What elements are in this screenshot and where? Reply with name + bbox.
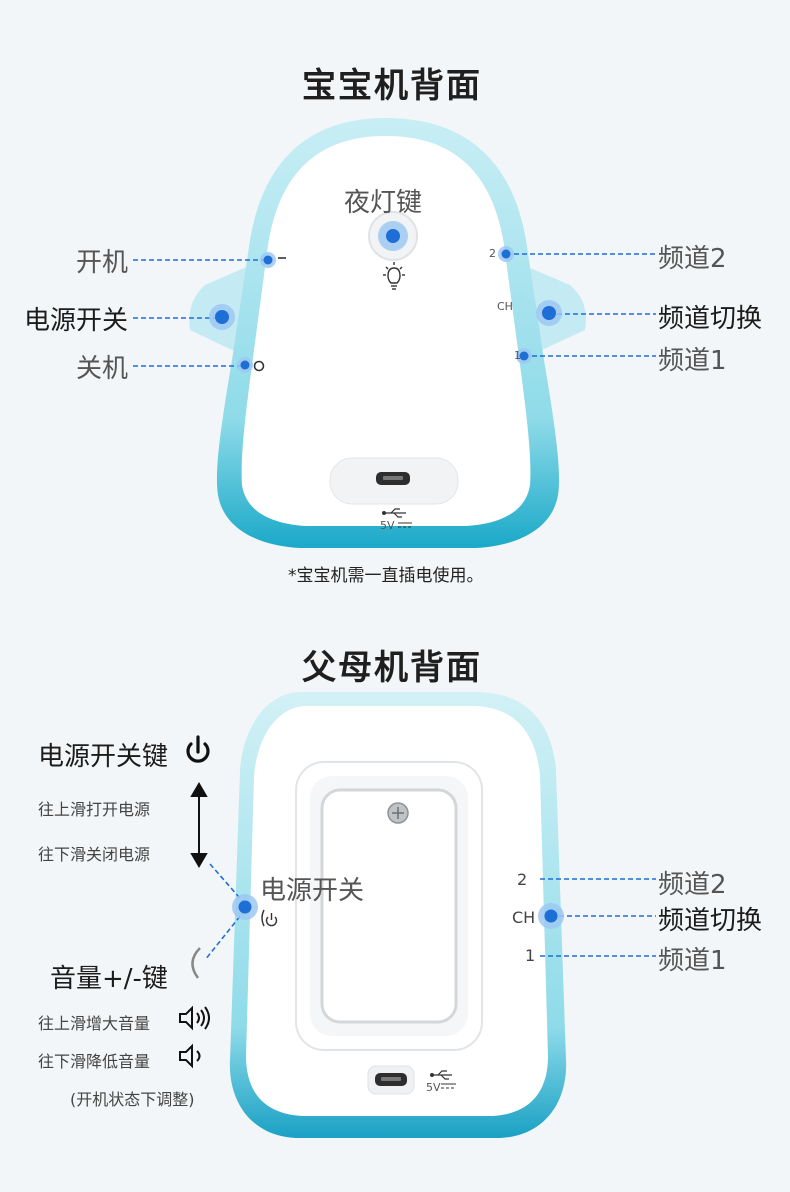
power-on-adjust-note: (开机状态下调整) xyxy=(70,1090,195,1109)
parent-channel-2-label: 频道2 xyxy=(658,870,727,900)
volume-up-icon xyxy=(179,1005,210,1031)
power-key-label: 电源开关键 xyxy=(38,742,169,772)
slide-up-volume-up-label: 往上滑增大音量 xyxy=(38,1014,151,1033)
parent-channel-1-label: 频道1 xyxy=(658,946,727,976)
usb-icon xyxy=(382,508,406,518)
small-power-icon xyxy=(261,909,278,927)
baby-unit-note: *宝宝机需一直插电使用。 xyxy=(288,566,484,586)
volume-key-label: 音量+/-键 xyxy=(50,964,168,994)
parent-ch-mark: CH xyxy=(512,908,536,927)
slide-down-power-off-label: 往下滑关闭电源 xyxy=(38,845,151,864)
volume-down-icon xyxy=(179,1043,201,1069)
baby-callout-dots xyxy=(209,221,562,373)
parent-mark-2: 2 xyxy=(517,870,528,889)
parent-channel-switch-label: 频道切换 xyxy=(658,906,763,936)
baby-channel-2-label: 频道2 xyxy=(658,244,727,274)
slide-down-volume-down-label: 往下滑降低音量 xyxy=(38,1052,151,1071)
baby-unit-title: 宝宝机背面 xyxy=(302,66,482,106)
power-off-label: 关机 xyxy=(76,354,129,384)
parent-voltage-label: 5V xyxy=(426,1081,441,1094)
usb-icon-parent xyxy=(430,1070,452,1080)
baby-channel-1-label: 频道1 xyxy=(658,346,727,376)
volume-wheel-icon xyxy=(191,947,201,979)
baby-unit-body xyxy=(189,118,586,548)
baby-mark-2: 2 xyxy=(489,247,496,260)
parent-callout-dots xyxy=(232,894,564,929)
night-light-key-label: 夜灯键 xyxy=(344,188,423,218)
slide-up-power-on-label: 往上滑打开电源 xyxy=(38,800,151,819)
power-icon xyxy=(186,735,210,763)
parent-power-switch-label: 电源开关 xyxy=(260,876,365,906)
parent-unit-body xyxy=(229,692,567,1138)
power-on-label: 开机 xyxy=(76,248,129,278)
baby-power-switch-label: 电源开关 xyxy=(24,306,129,336)
baby-voltage-label: 5V xyxy=(380,519,395,532)
dc-symbol-parent xyxy=(441,1083,456,1089)
parent-unit-title: 父母机背面 xyxy=(302,648,482,688)
baby-ch-mark: CH xyxy=(497,300,513,313)
baby-channel-switch-label: 频道切换 xyxy=(658,304,763,334)
dc-symbol xyxy=(398,522,412,528)
light-bulb-icon xyxy=(383,262,405,290)
parent-mark-1: 1 xyxy=(525,946,536,965)
double-arrow-icon xyxy=(190,782,208,868)
baby-mark-1: 1 xyxy=(514,349,521,362)
